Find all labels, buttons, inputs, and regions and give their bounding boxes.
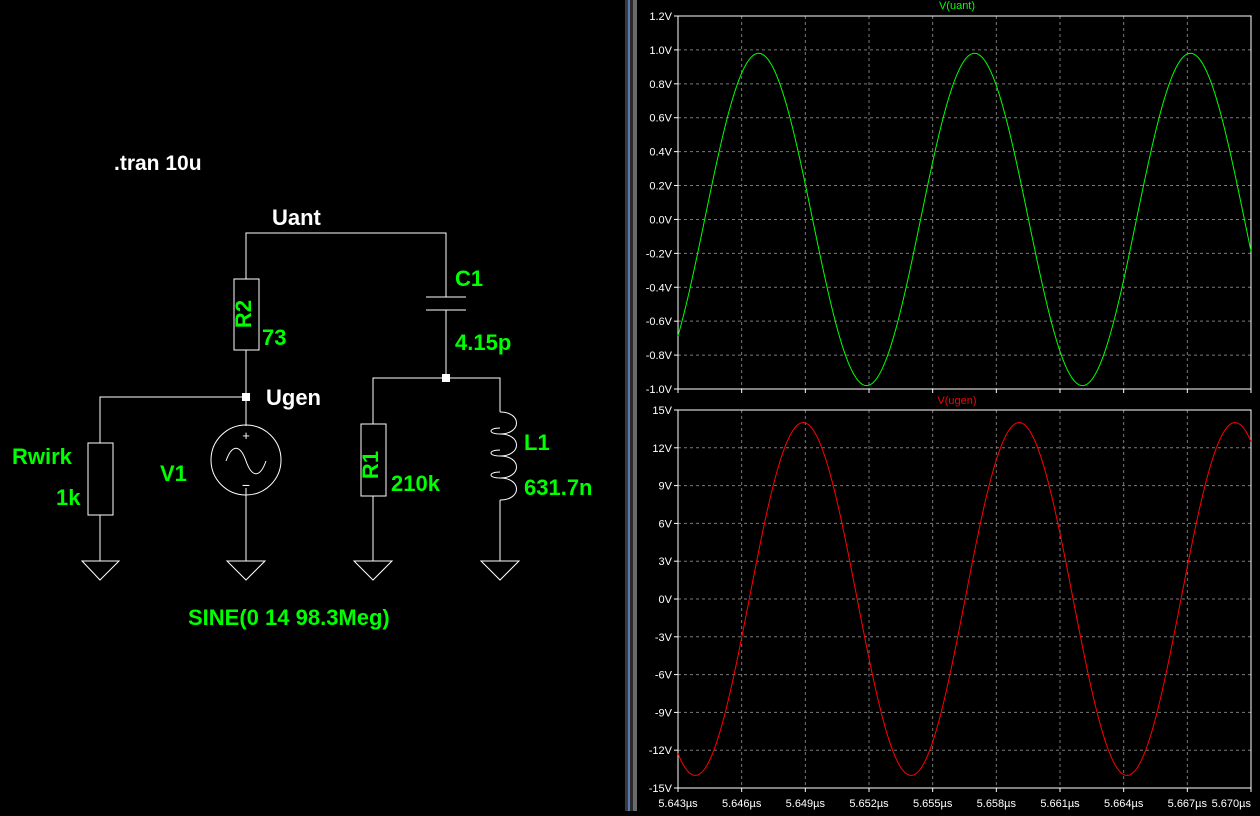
ground-icon — [80, 560, 121, 581]
capacitor-c1[interactable]: C1 4.15p — [426, 266, 511, 355]
wire-uant — [245, 232, 447, 297]
y-tick-label: 0.0V — [649, 214, 672, 226]
x-tick-label: 5.664µs — [1104, 798, 1144, 810]
wires — [99, 232, 501, 561]
y-tick-label: 1.2V — [649, 11, 672, 23]
r2-value: 73 — [262, 325, 286, 350]
resistor-r2-body — [233, 278, 260, 351]
c1-name: C1 — [455, 266, 483, 291]
net-label-uant[interactable]: Uant — [272, 205, 322, 230]
l1-value: 631.7n — [524, 475, 593, 500]
r1-name: R1 — [358, 451, 383, 479]
r1-value: 210k — [391, 471, 441, 496]
y-tick-label: 0.4V — [649, 147, 672, 159]
sine-symbol-icon — [225, 447, 267, 475]
plot-frame — [677, 15, 1252, 390]
y-tick-label: 0.8V — [649, 79, 672, 91]
wire-tank — [372, 377, 501, 424]
trace-line[interactable] — [677, 52, 1252, 387]
trace-label-ugen[interactable]: V(ugen) — [937, 395, 976, 407]
schematic-canvas[interactable]: R2 73 C1 4.15p Rwirk 1k + − V1 SINE(0 14… — [0, 0, 625, 811]
ground-icon — [352, 560, 394, 581]
minus-sign: − — [242, 477, 250, 493]
voltage-source-v1[interactable]: + − V1 SINE(0 14 98.3Meg) — [160, 424, 390, 630]
y-tick-label: 0.2V — [649, 181, 672, 193]
wire-ugen-rwirk — [99, 396, 246, 443]
ground-icon — [479, 560, 521, 581]
l1-name: L1 — [524, 430, 550, 455]
schematic-editor[interactable]: R2 73 C1 4.15p Rwirk 1k + − V1 SINE(0 14… — [0, 0, 625, 811]
y-tick-label: -0.8V — [646, 350, 673, 362]
y-tick-label: -12V — [649, 745, 673, 757]
waveform-viewer[interactable]: 1.2V 1.0V 0.8V 0.6V 0.4V 0.2V 0.0V -0.2V -0.4V -0… — [637, 0, 1260, 811]
source-circle — [210, 424, 282, 496]
plus-sign: + — [242, 428, 250, 443]
y-tick-label: 15V — [652, 405, 672, 417]
inductor-coil-icon — [499, 411, 517, 501]
y-tick-label: 9V — [659, 481, 673, 493]
inductor-l1[interactable]: L1 631.7n — [490, 411, 593, 501]
y-tick-label: -9V — [655, 707, 673, 719]
x-tick-label: 5.643µs — [658, 798, 698, 810]
v1-name: V1 — [160, 461, 187, 486]
y-tick-label: 0.6V — [649, 113, 672, 125]
spice-directive[interactable]: .tran 10u — [114, 152, 202, 175]
y-tick-label: -3V — [655, 632, 673, 644]
resistor-r1[interactable]: R1 210k — [358, 423, 441, 497]
r2-name: R2 — [231, 300, 256, 328]
x-tick-label: 5.655µs — [913, 798, 953, 810]
y-tick-label: 3V — [659, 556, 673, 568]
y-tick-label: -0.4V — [646, 282, 673, 294]
plot-pane-ugen[interactable]: 15V 12V 9V 6V 3V 0V -3V -6V -9V -12V -15V V(ugen) 5.… — [649, 395, 1252, 810]
x-tick-label: 5.646µs — [722, 798, 762, 810]
x-tick-label: 5.652µs — [849, 798, 889, 810]
y-tick-label: -6V — [655, 670, 673, 682]
y-tick-label: 12V — [652, 443, 672, 455]
junction-tank — [442, 374, 450, 382]
y-tick-label: -0.6V — [646, 316, 673, 328]
y-tick-label: -15V — [649, 783, 673, 795]
y-tick-label: -1.0V — [646, 384, 673, 396]
pane-splitter[interactable] — [625, 0, 637, 811]
rwirk-name: Rwirk — [12, 444, 73, 469]
inductor-loops — [490, 427, 501, 479]
grounds — [80, 560, 521, 581]
y-tick-label: 0V — [659, 594, 673, 606]
resistor-r2[interactable]: R2 73 — [231, 278, 286, 351]
c1-value: 4.15p — [455, 330, 511, 355]
resistor-rwirk[interactable]: Rwirk 1k — [12, 442, 114, 516]
x-tick-label: 5.667µs — [1168, 798, 1208, 810]
y-tick-label: -0.2V — [646, 248, 673, 260]
v1-value: SINE(0 14 98.3Meg) — [188, 605, 390, 630]
y-tick-label: 6V — [659, 518, 673, 530]
resistor-r1-body — [360, 423, 387, 497]
x-tick-label: 5.670µs — [1212, 798, 1252, 810]
junction-ugen — [242, 393, 250, 401]
trace-label-uant[interactable]: V(uant) — [939, 0, 975, 12]
resistor-rwirk-body — [87, 442, 114, 516]
waveform-canvas[interactable]: 1.2V 1.0V 0.8V 0.6V 0.4V 0.2V 0.0V -0.2V -0.4V -0… — [637, 0, 1260, 811]
rwirk-value: 1k — [56, 485, 81, 510]
plot-pane-uant[interactable]: 1.2V 1.0V 0.8V 0.6V 0.4V 0.2V 0.0V -0.2V -0.4V -0… — [646, 0, 1252, 396]
x-tick-label: 5.661µs — [1040, 798, 1080, 810]
x-tick-label: 5.649µs — [786, 798, 826, 810]
trace-line[interactable] — [677, 422, 1252, 776]
net-label-ugen[interactable]: Ugen — [266, 385, 321, 410]
y-tick-label: 1.0V — [649, 45, 672, 57]
ground-icon — [225, 560, 267, 581]
x-tick-label: 5.658µs — [977, 798, 1017, 810]
plot-frame — [677, 409, 1252, 789]
